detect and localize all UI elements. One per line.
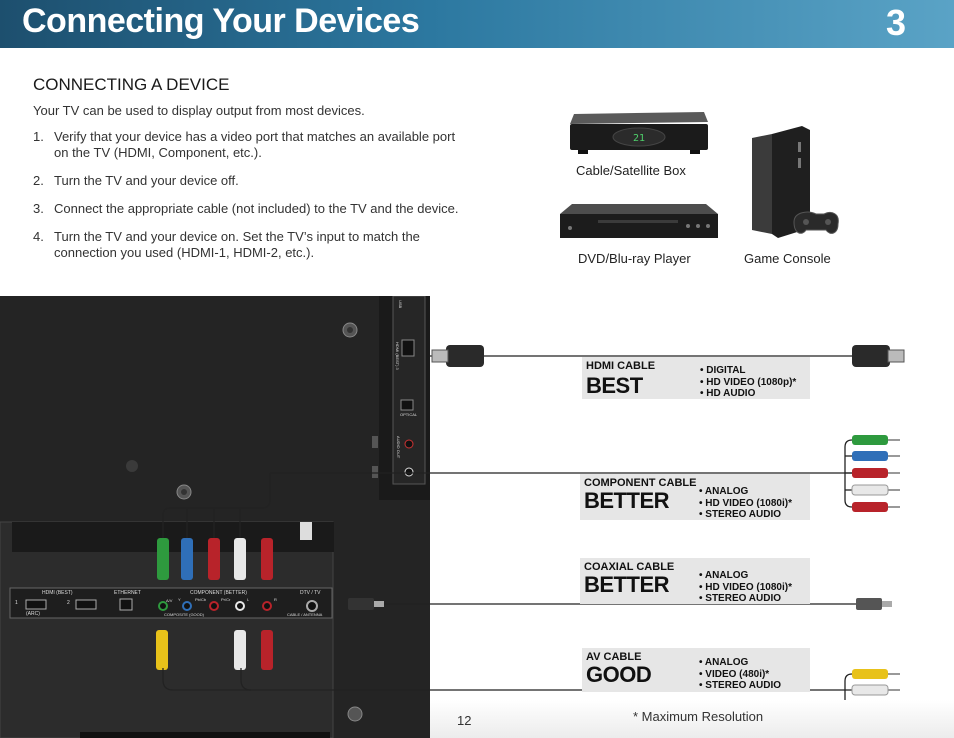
feature-item: HD AUDIO	[700, 388, 796, 400]
cable-type-label: AV CABLE	[586, 651, 642, 663]
panel-hdmi-1: 1	[15, 600, 18, 606]
feature-item: HD VIDEO (1080p)*	[700, 377, 796, 389]
av-plugs	[156, 630, 273, 670]
panel-l-label: L	[247, 597, 250, 602]
cable-grade: GOOD	[586, 662, 652, 687]
step-text: Verify that your device has a video port…	[54, 129, 456, 160]
panel-composite-label: COMPOSITE (GOOD)	[164, 612, 204, 617]
page-title: Connecting Your Devices	[22, 2, 420, 40]
step-item: 3. Connect the appropriate cable (not in…	[33, 201, 473, 217]
feature-item: STEREO AUDIO	[699, 593, 792, 605]
step-number: 2.	[33, 173, 44, 188]
step-number: 1.	[33, 129, 44, 144]
step-text: Turn the TV and your device on. Set the …	[54, 229, 420, 260]
av-cable-info: AV CABLE GOOD ANALOG VIDEO (480i)* STERE…	[582, 648, 810, 692]
box-display-digits: 21	[633, 133, 645, 144]
feature-item: DIGITAL	[700, 365, 796, 377]
hdmi-cable-info: HDMI CABLE BEST DIGITAL HD VIDEO (1080p)…	[582, 357, 810, 399]
panel-hdmi-2: 2	[67, 600, 70, 606]
step-text: Connect the appropriate cable (not inclu…	[54, 201, 459, 216]
panel-antenna-label: CABLE / ANTENNA	[287, 612, 323, 617]
chapter-number: 3	[885, 2, 906, 43]
cable-type-label: HDMI CABLE	[586, 360, 656, 372]
panel-audio-out-label: AUDIO OUT	[396, 436, 401, 459]
panel-usb-label: USB	[398, 300, 403, 309]
panel-r-label: R	[274, 597, 277, 602]
cable-satellite-box-image: 21	[570, 112, 708, 154]
feature-item: HD VIDEO (1080i)*	[699, 582, 792, 594]
page-number: 12	[457, 713, 472, 728]
feature-item: ANALOG	[699, 570, 792, 582]
panel-arc-label: (ARC)	[26, 611, 40, 617]
feature-item: VIDEO (480i)*	[699, 669, 781, 681]
step-list: 1. Verify that your device has a video p…	[33, 129, 473, 273]
panel-hdmi-group-label: HDMI (BEST)	[42, 590, 73, 596]
step-text: Turn the TV and your device off.	[54, 173, 239, 188]
feature-item: ANALOG	[699, 486, 792, 498]
cable-grade: BETTER	[584, 488, 670, 513]
component-cable-info: COMPONENT CABLE BETTER ANALOG HD VIDEO (…	[580, 474, 810, 520]
panel-pr-label: Pr/Cr	[221, 597, 231, 602]
intro-text: Your TV can be used to display output fr…	[33, 103, 365, 118]
feature-item: ANALOG	[699, 657, 781, 669]
cable-features: DIGITAL HD VIDEO (1080p)* HD AUDIO	[700, 365, 796, 400]
step-item: 2. Turn the TV and your device off.	[33, 173, 473, 189]
panel-ethernet-label: ETHERNET	[114, 590, 141, 596]
game-console-label: Game Console	[744, 251, 831, 266]
feature-item: STEREO AUDIO	[699, 509, 792, 521]
panel-component-label: COMPONENT (BETTER)	[190, 590, 247, 596]
panel-optical-label: OPTICAL	[400, 412, 418, 417]
resolution-footnote: * Maximum Resolution	[633, 709, 764, 724]
component-plugs	[157, 538, 273, 580]
cable-type-label: COAXIAL CABLE	[584, 561, 675, 573]
cable-features: ANALOG VIDEO (480i)* STEREO AUDIO	[699, 657, 781, 692]
cable-grade: BETTER	[584, 572, 670, 597]
dvd-player-image	[560, 204, 718, 238]
cable-features: ANALOG HD VIDEO (1080i)* STEREO AUDIO	[699, 486, 792, 521]
feature-item: STEREO AUDIO	[699, 680, 781, 692]
panel-pb-label: Pb/Cb	[195, 597, 207, 602]
step-number: 3.	[33, 201, 44, 216]
cable-grade: BEST	[586, 373, 643, 398]
step-number: 4.	[33, 229, 44, 244]
panel-y-label: Y	[178, 597, 181, 602]
feature-item: HD VIDEO (1080i)*	[699, 498, 792, 510]
step-item: 1. Verify that your device has a video p…	[33, 129, 473, 161]
coaxial-cable-info: COAXIAL CABLE BETTER ANALOG HD VIDEO (10…	[580, 558, 810, 604]
tv-panel-drawing	[0, 296, 430, 738]
cable-features: ANALOG HD VIDEO (1080i)* STEREO AUDIO	[699, 570, 792, 605]
game-console-image	[752, 126, 839, 238]
panel-av-label: A/V	[166, 598, 173, 603]
panel-dtv-label: DTV / TV	[300, 590, 321, 596]
tv-back-panel: HDMI (BEST) 1 2 (ARC) ETHERNET COMPONENT…	[0, 296, 430, 738]
dvd-label: DVD/Blu-ray Player	[578, 251, 691, 266]
section-title: CONNECTING A DEVICE	[33, 75, 230, 94]
panel-hdmi3-label: HDMI (BEST) 3	[395, 342, 400, 370]
step-item: 4. Turn the TV and your device on. Set t…	[33, 229, 473, 261]
cable-box-label: Cable/Satellite Box	[576, 163, 686, 178]
footer-band	[430, 700, 954, 738]
cable-type-label: COMPONENT CABLE	[584, 477, 697, 489]
chapter-header: Connecting Your Devices 3	[0, 0, 954, 48]
